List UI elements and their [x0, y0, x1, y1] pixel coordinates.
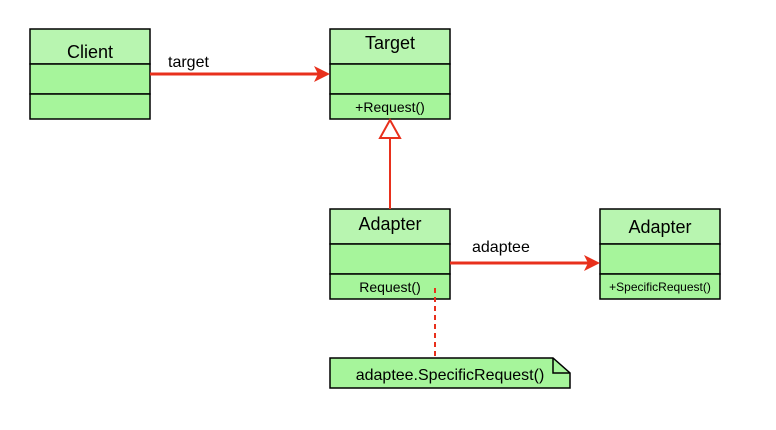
association-adapter-adaptee[interactable]: adaptee	[450, 239, 600, 271]
class-adapter[interactable]: Adapter Request()	[329, 208, 451, 300]
class-adaptee-attributes	[599, 243, 721, 275]
class-adaptee-name: Adapter	[628, 217, 691, 237]
class-adaptee-methods	[599, 273, 721, 300]
class-client-methods	[29, 93, 151, 120]
class-target-method: +Request()	[355, 99, 425, 115]
association-client-target-label: target	[168, 54, 209, 71]
class-target[interactable]: Target +Request()	[329, 28, 451, 120]
class-client-header	[29, 28, 151, 65]
class-adapter-methods	[329, 273, 451, 300]
class-adapter-name: Adapter	[358, 214, 421, 234]
note-shape	[329, 357, 571, 389]
class-adaptee-method: +SpecificRequest()	[609, 280, 711, 294]
class-target-name: Target	[365, 33, 415, 53]
class-target-header	[329, 28, 451, 65]
note-adaptee-call[interactable]: adaptee.SpecificRequest()	[329, 357, 571, 389]
class-adaptee[interactable]: Adapter +SpecificRequest()	[599, 208, 721, 300]
class-adaptee-header	[599, 208, 721, 245]
association-client-target-arrowhead	[314, 66, 330, 82]
class-client[interactable]: Client	[29, 28, 151, 120]
generalization-triangle-head	[378, 117, 402, 139]
note-folded-corner	[552, 358, 570, 374]
class-client-name: Client	[67, 42, 113, 62]
generalization-adapter-target[interactable]	[378, 117, 402, 209]
class-adapter-attributes	[329, 243, 451, 275]
association-client-target[interactable]: target	[150, 54, 330, 82]
class-client-attributes	[29, 63, 151, 95]
association-adapter-adaptee-arrowhead	[584, 255, 600, 271]
note-text: adaptee.SpecificRequest()	[356, 367, 545, 384]
class-target-attributes	[329, 63, 451, 95]
class-adapter-method: Request()	[359, 279, 420, 295]
class-adapter-header	[329, 208, 451, 245]
association-adapter-adaptee-label: adaptee	[472, 239, 530, 256]
